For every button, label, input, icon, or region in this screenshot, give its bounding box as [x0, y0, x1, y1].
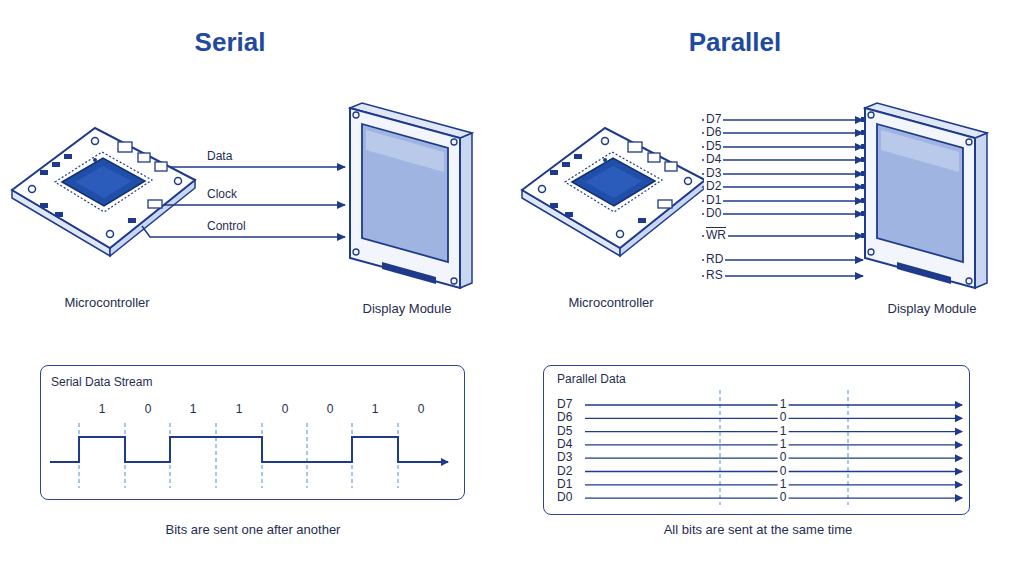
node-label: Parallel Data	[557, 373, 626, 387]
section-title: Serial	[195, 28, 266, 58]
bit-value: 1	[372, 403, 379, 417]
signal-name: D0	[704, 207, 723, 221]
signal-name: Data	[207, 150, 232, 164]
data-panel: Serial Data StreamBits are sent one afte…	[40, 365, 465, 500]
data-line-name: D3	[557, 451, 572, 465]
data-line-name: D7	[557, 398, 572, 412]
data-line-name: D5	[557, 425, 572, 439]
node-label: Microcontroller	[64, 296, 149, 311]
signal-name: D2	[704, 180, 723, 194]
signal-line	[702, 132, 863, 134]
signal-name: D5	[704, 140, 723, 154]
bit-value: 1	[236, 403, 243, 417]
signal-line	[702, 275, 863, 277]
bit-value: 1	[190, 403, 197, 417]
bit-value: 0	[327, 403, 334, 417]
display-module: Display Module	[345, 100, 470, 320]
data-panel: Parallel DataAll bits are sent at the sa…	[543, 365, 970, 515]
signal-name: Clock	[207, 188, 237, 202]
bit-value: 0	[418, 403, 425, 417]
signal-name: D4	[704, 153, 723, 167]
bit-value: 0	[282, 403, 289, 417]
caption: All bits are sent at the same time	[664, 523, 853, 538]
signal-name: D1	[704, 194, 723, 208]
bit-value: 0	[145, 403, 152, 417]
signal-line	[702, 159, 863, 161]
signal-name: RD	[704, 253, 725, 267]
section-title: Parallel	[689, 28, 782, 58]
caption: Bits are sent one after another	[166, 523, 341, 538]
bit-value: 1	[778, 425, 789, 439]
signal-line	[702, 173, 863, 175]
bit-value: 1	[778, 438, 789, 452]
signal-line	[205, 204, 345, 206]
bit-value: 0	[778, 451, 789, 465]
microcontroller: Microcontroller	[10, 120, 205, 320]
signal-line	[702, 259, 863, 261]
data-line-name: D2	[557, 465, 572, 479]
signal-line	[205, 236, 345, 238]
bit-value: 1	[778, 398, 789, 412]
signal-line	[702, 119, 863, 121]
node-label: Microcontroller	[568, 296, 653, 311]
signal-name: Control	[207, 220, 246, 234]
node-label: Display Module	[888, 302, 977, 317]
data-line-name: D1	[557, 478, 572, 492]
bit-value: 0	[778, 411, 789, 425]
display-module: Display Module	[863, 100, 1005, 320]
data-line-name: D6	[557, 411, 572, 425]
bit-value: 1	[99, 403, 106, 417]
signal-line	[702, 213, 863, 215]
microcontroller: Microcontroller	[520, 120, 702, 320]
signal-line	[205, 166, 345, 168]
signal-name: D3	[704, 167, 723, 181]
signal-name: RS	[704, 269, 725, 283]
bit-value: 0	[778, 491, 789, 505]
signal-line	[702, 200, 863, 202]
signal-name: D7	[704, 113, 723, 127]
bit-value: 1	[778, 478, 789, 492]
signal-name: WR	[704, 229, 728, 243]
bit-value: 0	[778, 465, 789, 479]
signal-name: D6	[704, 126, 723, 140]
node-label: Serial Data Stream	[51, 376, 152, 390]
data-line-name: D0	[557, 491, 572, 505]
signal-line	[702, 146, 863, 148]
signal-line	[702, 186, 863, 188]
node-label: Display Module	[363, 302, 452, 317]
data-line-name: D4	[557, 438, 572, 452]
